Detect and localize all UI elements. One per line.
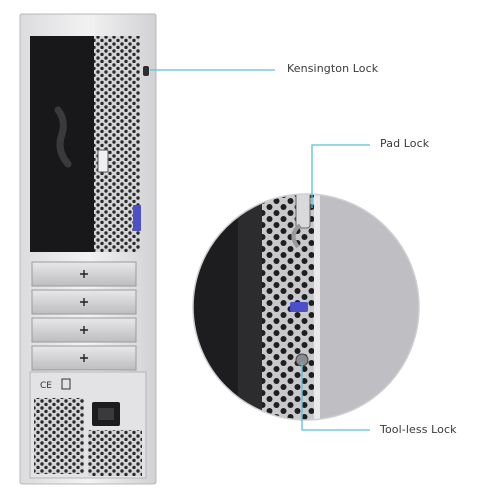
- zoom-detail: [193, 194, 419, 420]
- expansion-slots: [31, 261, 137, 371]
- kensington-slot-icon[interactable]: [143, 66, 149, 76]
- ce-mark-icon: CE: [40, 381, 52, 391]
- kensington-lock-label: Kensington Lock: [287, 62, 379, 75]
- toolless-lock-icon[interactable]: [133, 205, 141, 231]
- pad-lock-label: Pad Lock: [380, 137, 430, 150]
- padlock-loop-icon[interactable]: [97, 149, 109, 173]
- callout-lines: [150, 69, 370, 431]
- toolless-callout-line: [301, 362, 370, 431]
- weee-bin-icon: [61, 378, 71, 390]
- plus-icon: [80, 270, 88, 362]
- toolless-lock-label: Tool-less Lock: [380, 423, 457, 436]
- side-vent: [94, 36, 140, 252]
- expansion-slot[interactable]: [31, 289, 137, 315]
- pc-tower: CE: [19, 13, 157, 485]
- padlock-callout-line: [311, 144, 370, 208]
